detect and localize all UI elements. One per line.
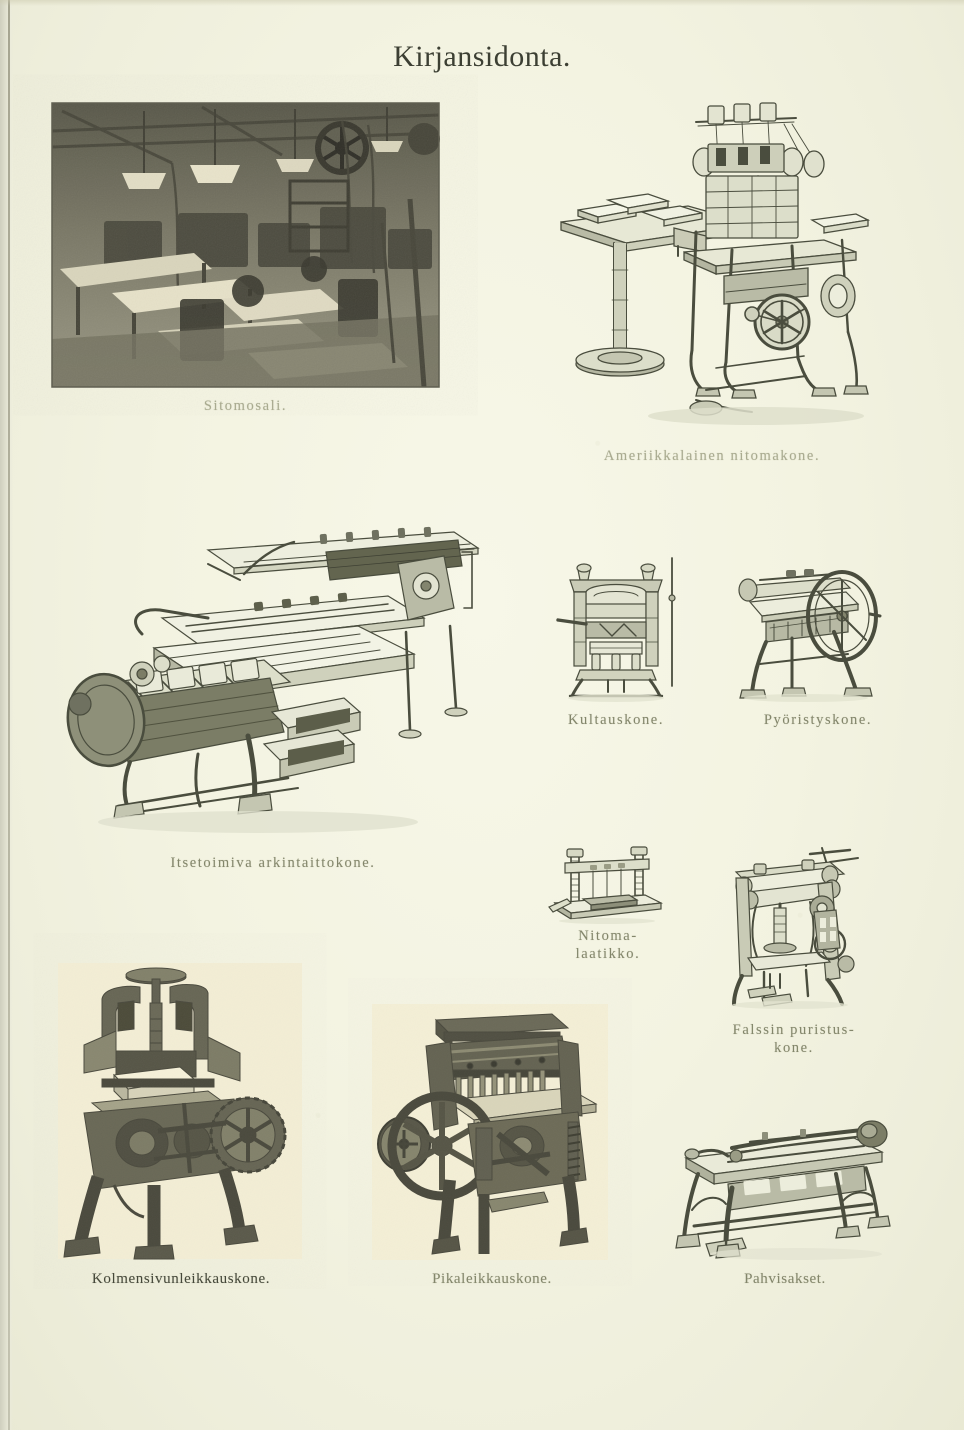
scan-gutter-shadow — [0, 0, 13, 1430]
page-title: Kirjansidonta. — [393, 40, 571, 73]
caption-pahvisakset: Pahvisakset. — [744, 1271, 826, 1287]
caption-line-1: Falssin puristus- — [732, 1022, 856, 1038]
caption-kolmensivunleikkauskone: Kolmensivunleikkauskone. — [91, 1271, 271, 1287]
caption-sitomosali: Sitomosali. — [203, 398, 288, 414]
caption-pyoristyskone: Pyöristyskone. — [763, 712, 873, 728]
figure-falssin-puristuskone — [718, 847, 873, 1009]
caption-pikaleikkauskone: Pikaleikkauskone. — [432, 1271, 552, 1287]
scan-binding-line — [8, 0, 10, 1430]
caption-line-2: kone. — [774, 1039, 814, 1056]
caption-ameriikkalainen-nitomakone: Ameriikkalainen nitomakone. — [603, 448, 821, 464]
figure-nitomalaatikko — [548, 845, 667, 925]
figure-ameriikkalainen-nitomakone — [556, 100, 871, 430]
figure-kultauskone — [556, 557, 676, 702]
figure-pyoristyskone — [730, 558, 882, 702]
figure-pikaleikkauskone — [372, 1004, 608, 1260]
figure-sitomosali — [51, 102, 440, 388]
caption-nitomalaatikko: Nitoma- laatikko. — [540, 928, 676, 963]
caption-line-2: laatikko. — [575, 945, 641, 962]
figure-kolmensivunleikkauskone — [58, 963, 302, 1260]
figure-itsetoimiva-arkintaittokone — [58, 522, 488, 840]
caption-itsetoimiva-arkintaittokone: Itsetoimiva arkintaittokone. — [170, 855, 376, 871]
caption-kultauskone: Kultauskone. — [567, 712, 665, 728]
page-top-edge — [0, 0, 964, 6]
caption-line-1: Nitoma- — [578, 928, 638, 944]
caption-falssin-puristuskone: Falssin puristus- kone. — [690, 1022, 898, 1057]
figure-pahvisakset — [675, 1120, 896, 1262]
